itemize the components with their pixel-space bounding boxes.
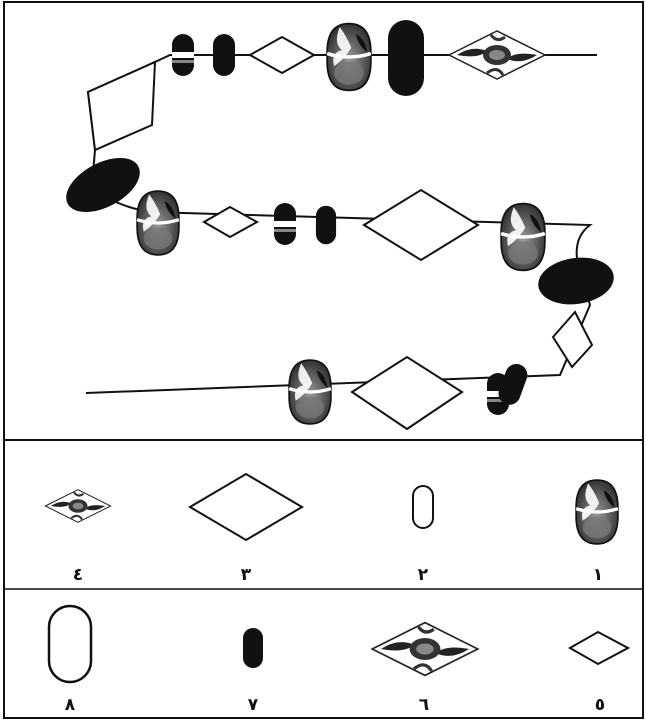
bead-dark-patterned (327, 24, 371, 91)
legend-label-7: ٧ (248, 695, 259, 715)
legend-item-8-icon (49, 606, 91, 682)
bead-string-diagram (57, 20, 616, 429)
bead-dark-patterned (501, 204, 545, 271)
diamond-tilted-outline (88, 62, 155, 150)
bead-small-black (316, 206, 336, 245)
diamond-large-outline (352, 357, 462, 429)
legend-label-8: ٨ (65, 695, 76, 715)
legend-label-1: ١ (593, 565, 603, 585)
legend-item-4-icon (45, 490, 110, 523)
legend-label-6: ٦ (419, 695, 429, 715)
bead-small-striped (274, 203, 296, 245)
legend-item-5-icon (570, 632, 628, 664)
diamond-large-patterned (449, 31, 545, 79)
legend: ٤ ٣ ٢ ١ ٨ ٧ ٦ ٥ (45, 474, 628, 715)
legend-item-7-icon (243, 628, 263, 668)
legend-label-2: ٢ (418, 565, 429, 585)
diamond-small-outline (204, 207, 257, 237)
diamond-tilted-outline (553, 312, 592, 367)
bead-small-striped (172, 34, 194, 76)
diamond-large-outline (364, 190, 478, 260)
diamond-small-outline (250, 37, 314, 73)
legend-label-4: ٤ (73, 565, 83, 585)
bead-dark-patterned (137, 191, 179, 255)
legend-label-3: ٣ (241, 565, 252, 585)
bead-dark-patterned (289, 360, 331, 424)
bead-large-black-tilted (535, 253, 617, 309)
legend-label-5: ٥ (595, 695, 605, 715)
bead-large-black-tilted (57, 147, 148, 223)
bead-small-black (213, 34, 235, 76)
bead-large-black (388, 20, 424, 96)
legend-item-1-icon (576, 480, 618, 544)
legend-item-2-icon (413, 486, 433, 528)
legend-item-3-icon (190, 474, 302, 540)
legend-item-6-icon (372, 623, 478, 676)
